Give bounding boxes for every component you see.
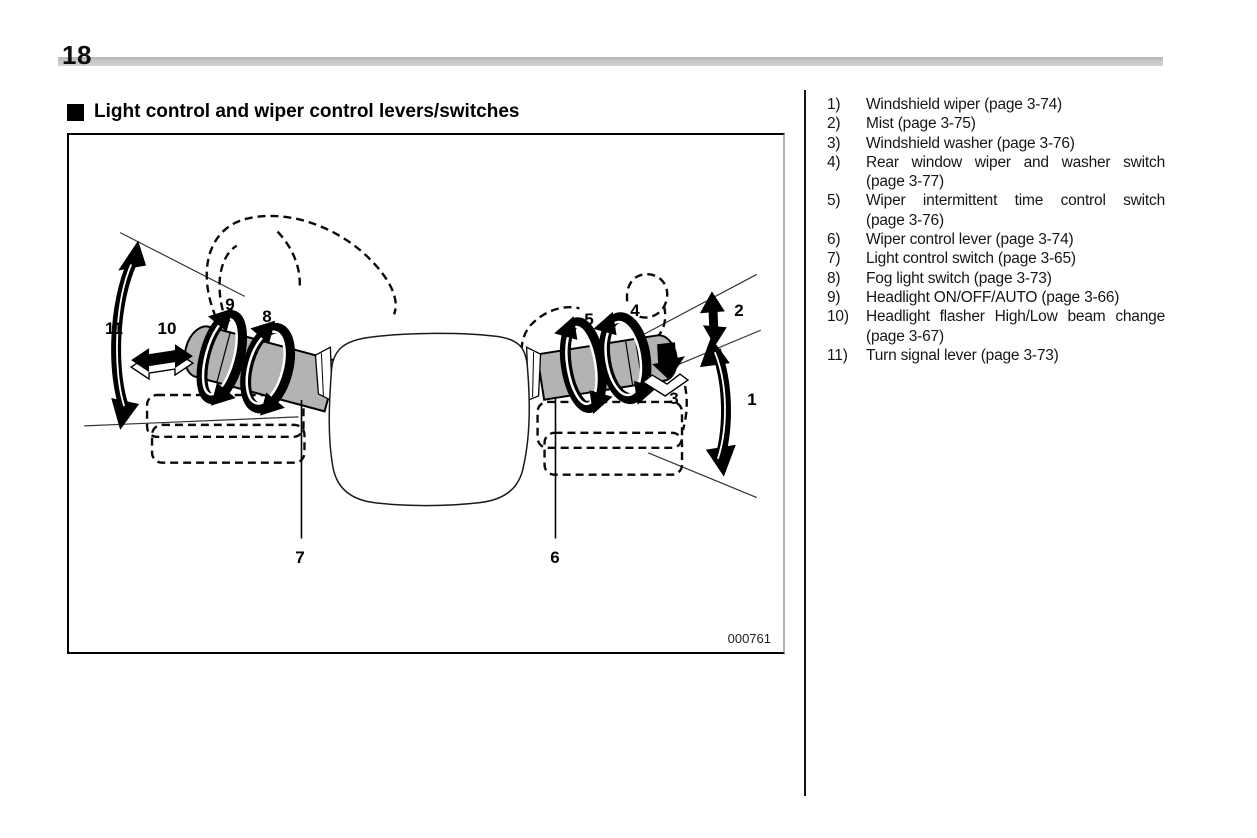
legend-item-text: Wiper intermittent time control switch: [866, 192, 1165, 210]
callout-label-5: 5: [584, 310, 594, 329]
column-connectors: [314, 346, 542, 403]
legend-item-text: Headlight flasher High/Low beam change: [866, 308, 1165, 326]
legend-item-number: 11): [827, 346, 848, 364]
legend-item-number: 7): [827, 250, 841, 268]
turn-signal-range-arrow: [111, 240, 147, 430]
legend-item-6: 6) Wiper control lever (page 3-74): [827, 230, 1165, 249]
callout-label-2: 2: [734, 301, 744, 320]
legend-item-2: 2) Mist (page 3-75): [827, 114, 1165, 133]
steering-controls-diagram: [84, 214, 761, 539]
legend-item-text: Light control switch (page 3-65): [866, 250, 1076, 268]
callout-label-8: 8: [262, 307, 272, 326]
legend-item-text: Headlight ON/OFF/AUTO (page 3-66): [866, 288, 1120, 306]
legend-item-text: Turn signal lever (page 3-73): [866, 346, 1059, 364]
headlight-switch-ring: [196, 308, 248, 406]
legend-item-5: 5) Wiper intermittent time control switc…: [827, 191, 1165, 230]
legend-item-4: 4) Rear window wiper and washer switch (p…: [827, 153, 1165, 192]
wiper-lever-range-arrow: [699, 337, 736, 477]
legend-item-text: Windshield wiper (page 3-74): [866, 96, 1062, 113]
legend-item-number: 4): [827, 153, 841, 171]
legend-item-page: (page 3-76): [866, 211, 944, 229]
figure-frame: 1 2 3 4 5 6 7 8 9 10 11 000761: [67, 133, 785, 654]
legend-item-number: 9): [827, 288, 841, 306]
legend-item-3: 3) Windshield washer (page 3-76): [827, 134, 1165, 153]
callout-label-7: 7: [295, 548, 305, 567]
mist-range-arrow: [699, 291, 727, 347]
legend-item-number: 8): [827, 269, 841, 287]
legend-item-10: 10) Headlight flasher High/Low beam chan…: [827, 307, 1165, 346]
fog-light-switch-ring: [240, 320, 296, 416]
steering-wheel-pad: [328, 332, 530, 507]
legend-item-text: Rear window wiper and washer switch: [866, 153, 1165, 171]
legend-item-number: 1): [827, 96, 841, 113]
figure-id: 000761: [727, 631, 771, 646]
callout-label-9: 9: [225, 295, 235, 314]
legend-item-number: 6): [827, 231, 841, 249]
callout-label-3: 3: [669, 389, 679, 408]
callout-leader-lines: [300, 398, 557, 539]
legend-item-text: Fog light switch (page 3-73): [866, 269, 1052, 287]
column-divider: [804, 90, 806, 796]
legend-item-text: Windshield washer (page 3-76): [866, 134, 1075, 152]
legend-item-text: Mist (page 3-75): [866, 115, 976, 133]
legend-item-number: 10): [827, 308, 849, 326]
callout-label-11: 11: [105, 319, 123, 338]
header-rule: [58, 57, 1163, 66]
lever-range-dashed-outlines: [145, 214, 688, 476]
callout-label-6: 6: [550, 548, 560, 567]
legend-item-text: Wiper control lever (page 3-74): [866, 231, 1074, 249]
square-bullet-icon: [67, 103, 84, 121]
legend-list: 1) Windshield wiper (page 3-74) 2) Mist …: [827, 95, 1165, 365]
section-heading: Light control and wiper control levers/s…: [67, 101, 519, 123]
legend-item-7: 7) Light control switch (page 3-65): [827, 249, 1165, 268]
legend-item-8: 8) Fog light switch (page 3-73): [827, 269, 1165, 288]
callout-label-4: 4: [630, 301, 640, 320]
legend-item-page: (page 3-67): [866, 327, 944, 345]
headlight-flasher-arrow-icon: [129, 344, 195, 381]
legend-item-number: 2): [827, 115, 841, 133]
callout-label-1: 1: [747, 390, 757, 409]
section-title: Light control and wiper control levers/s…: [94, 101, 520, 122]
legend-item-number: 3): [827, 134, 841, 152]
legend-item-number: 5): [827, 192, 841, 210]
washer-push-arrow-icon: [641, 342, 690, 397]
legend-item-9: 9) Headlight ON/OFF/AUTO (page 3-66): [827, 288, 1165, 307]
intermittent-time-ring: [554, 316, 613, 414]
legend-item-1: 1) Windshield wiper (page 3-74): [827, 95, 1165, 114]
legend-item-11: 11) Turn signal lever (page 3-73): [827, 346, 1165, 365]
legend-item-page: (page 3-77): [866, 173, 944, 191]
page-number: 18: [62, 40, 92, 70]
callout-label-10: 10: [157, 319, 177, 338]
